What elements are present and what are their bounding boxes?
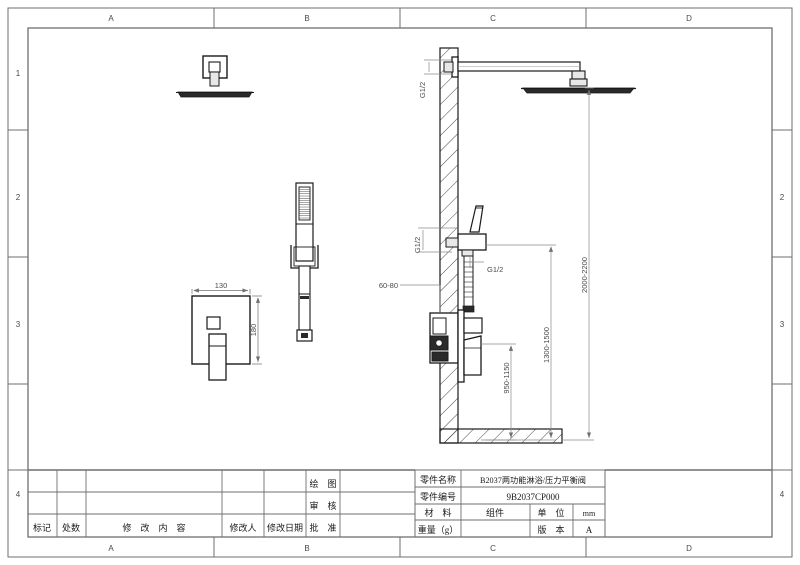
dimension-texts: G1/2 G1/2 G1/2 60-80 2000-2200 1300-1500… <box>379 82 589 394</box>
trim-dimension-group <box>191 288 262 365</box>
dimension-overall-height: 2000-2200 <box>580 257 589 293</box>
revision-block <box>27 469 416 538</box>
zone-col-d: D <box>686 14 692 23</box>
overhead-rain-head <box>521 87 636 94</box>
part-name-label: 零件名称 <box>420 474 456 485</box>
title-block-text: 零件名称 B2037两功能淋浴/压力平衡阀 零件编号 9B2037CP000 材… <box>418 474 596 535</box>
approved-label: 批 准 <box>309 522 336 533</box>
dimension-wall-outlet-thread: G1/2 <box>413 237 422 253</box>
revision-mark-label: 标记 <box>33 522 51 533</box>
revision-block-text: 标记 处数 修 改 内 容 修改人 修改日期 绘 图 审 核 批 准 <box>33 478 337 533</box>
part-name-value: B2037两功能淋浴/压力平衡阀 <box>480 475 586 485</box>
dimension-valve-depth: 60-80 <box>379 281 398 290</box>
material-value: 组件 <box>486 507 504 518</box>
zone-row-1: 1 <box>16 69 21 78</box>
unit-value: mm <box>583 509 596 518</box>
version-value: A <box>586 525 593 535</box>
zone-col-a: A <box>108 14 114 23</box>
zone-row-4: 4 <box>16 490 21 499</box>
zone-row-4-right: 4 <box>780 490 785 499</box>
dimension-handshower-thread: G1/2 <box>487 265 503 274</box>
checked-label: 审 核 <box>309 500 336 511</box>
dimension-handle-height: 950-1150 <box>502 362 511 393</box>
hand-shower-on-bracket <box>462 205 484 313</box>
version-label: 版 本 <box>537 524 564 535</box>
dimension-shower-arm-thread: G1/2 <box>418 82 427 98</box>
concealed-valve-body <box>429 309 483 383</box>
zone-col-c: C <box>490 14 496 23</box>
unit-label: 单 位 <box>537 507 564 518</box>
revision-count-label: 处数 <box>62 522 80 533</box>
floor-section <box>439 428 563 444</box>
dimension-valve-center-height: 1300-1500 <box>542 327 551 363</box>
revision-content-label: 修 改 内 容 <box>122 522 185 533</box>
zone-row-2-right: 2 <box>780 193 785 202</box>
sheet-frame <box>7 7 793 558</box>
drawn-label: 绘 图 <box>309 478 336 489</box>
weight-label: 重量（g） <box>418 524 459 535</box>
shower-arm-assembly <box>443 56 588 87</box>
material-label: 材 料 <box>424 507 451 518</box>
zone-col-d-bottom: D <box>686 544 692 553</box>
zone-row-3-right: 3 <box>780 320 785 329</box>
wall-outlet-elbow <box>445 233 487 257</box>
dimension-lines <box>400 59 594 441</box>
revision-date-label: 修改日期 <box>267 522 303 533</box>
zone-row-3: 3 <box>16 320 21 329</box>
zone-col-b-bottom: B <box>304 544 309 553</box>
hand-shower-detail <box>290 182 319 342</box>
zone-labels: A B C D A B C D 1 2 3 4 2 3 4 <box>16 14 785 553</box>
zone-col-c-bottom: C <box>490 544 496 553</box>
zone-col-b: B <box>304 14 309 23</box>
part-number-value: 9B2037CP000 <box>506 492 560 502</box>
title-block <box>414 469 772 538</box>
revision-person-label: 修改人 <box>229 522 256 533</box>
dimension-trim-height: 180 <box>249 324 258 337</box>
overhead-shower-head-detail <box>176 55 254 98</box>
valve-trim-front-view <box>191 295 251 381</box>
zone-row-2: 2 <box>16 193 21 202</box>
part-number-label: 零件编号 <box>420 491 456 502</box>
zone-col-a-bottom: A <box>108 544 114 553</box>
dimension-trim-width: 130 <box>215 281 228 290</box>
